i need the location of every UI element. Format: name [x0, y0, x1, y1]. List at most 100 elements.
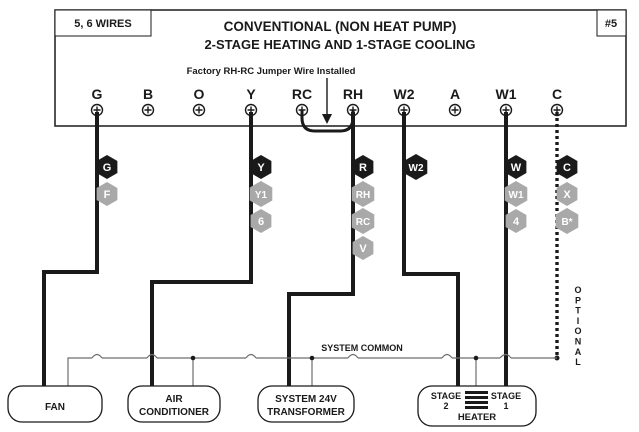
jumper-arrow-head — [322, 114, 332, 124]
wire-tag-label: W2 — [409, 163, 424, 174]
g-wire — [42, 112, 99, 386]
diagram-number-box — [596, 9, 627, 37]
screw-cross-icon — [195, 106, 203, 114]
wire-tag-w: W — [505, 155, 527, 179]
jumper-note: Factory RH-RC Jumper Wire Installed — [187, 66, 356, 77]
hexagon-tag-icon — [351, 181, 375, 207]
terminal-label-y: Y — [246, 86, 256, 102]
terminal-label-g: G — [92, 86, 103, 102]
diagram-number: #5 — [605, 18, 617, 30]
terminal-a: A — [448, 86, 462, 117]
wire-tag-y: Y — [250, 155, 272, 179]
terminal-o: O — [192, 86, 206, 117]
terminal-label-c: C — [552, 86, 562, 102]
transformer-box — [257, 385, 355, 423]
system-common-wire — [67, 353, 557, 386]
hexagon-tag-icon — [250, 209, 272, 233]
common-junction-transformer — [309, 355, 315, 361]
wire-tag-v: V — [352, 236, 374, 260]
wire-tag-label: F — [104, 189, 111, 201]
wire-tag-label: 6 — [258, 216, 264, 228]
hexagon-tag-icon — [555, 208, 579, 234]
stage1-label-line1: STAGE — [491, 391, 521, 401]
wire-tag-label: 4 — [513, 216, 520, 228]
wire-tag-label: V — [359, 243, 367, 255]
wire-tag-label: B* — [561, 217, 572, 228]
wire-tag-label: RH — [356, 190, 370, 201]
common-junction-heater — [473, 355, 479, 361]
wire-tag-label: Y — [257, 162, 265, 174]
hexagon-tag-icon — [505, 209, 527, 233]
wire-tag-label: W — [511, 162, 522, 174]
wire-count-box — [54, 9, 152, 37]
hexagon-tag-icon — [96, 182, 118, 206]
terminal-c: C — [550, 86, 564, 117]
air-conditioner-label-line2: CONDITIONER — [139, 407, 210, 418]
wire-tag-label: R — [359, 162, 367, 174]
heater-label: HEATER — [458, 412, 496, 423]
diagram-title-line1: CONVENTIONAL (NON HEAT PUMP) — [224, 19, 457, 34]
hexagon-tag-icon — [556, 182, 578, 206]
wire-tag-w2: W2 — [404, 154, 428, 180]
stage1-label-line2: 1 — [503, 401, 508, 411]
diagram-title-line2: 2-STAGE HEATING AND 1-STAGE COOLING — [204, 37, 475, 52]
terminal-label-rh: RH — [343, 86, 363, 102]
hexagon-tag-icon — [404, 154, 428, 180]
terminal-label-w2: W2 — [394, 86, 415, 102]
wire-tag-4: 4 — [505, 209, 527, 233]
terminal-label-a: A — [450, 86, 460, 102]
hexagon-tag-icon — [351, 208, 375, 234]
hexagon-tag-icon — [505, 155, 527, 179]
wire-tag-f: F — [96, 182, 118, 206]
wire-tag-label: RC — [356, 217, 370, 228]
wire-tag-r: R — [352, 155, 374, 179]
wire-count: 5, 6 WIRES — [74, 18, 131, 30]
y-wire — [150, 112, 253, 386]
stage2-label-line2: 2 — [443, 401, 448, 411]
terminal-g: G — [90, 86, 104, 117]
wire-tag-label: C — [563, 162, 571, 174]
wire-tag-g: G — [96, 155, 118, 179]
hexagon-tag-icon — [249, 181, 273, 207]
terminal-label-w1: W1 — [496, 86, 517, 102]
rh-wire — [287, 112, 355, 386]
air-conditioner-box — [127, 385, 221, 423]
fan-box — [7, 385, 103, 423]
air-conditioner-label-line1: AIR — [165, 394, 183, 405]
fan-label: FAN — [45, 402, 65, 413]
wire-tag-group: GF Y Y1 6 R RH RC V W2 W W1 4 C X B* — [96, 154, 579, 260]
wire-tag-c: C — [556, 155, 578, 179]
wire-tag-label: X — [563, 189, 571, 201]
transformer-label-line1: SYSTEM 24V — [275, 394, 337, 405]
wire-tag-y1: Y1 — [249, 181, 273, 207]
wire-tag-w1: W1 — [504, 181, 528, 207]
hexagon-tag-icon — [556, 155, 578, 179]
terminal-b: B — [141, 86, 155, 117]
wire-tag-rc: RC — [351, 208, 375, 234]
terminal-y: Y — [244, 86, 258, 117]
wire-tag-label: W1 — [509, 190, 524, 201]
terminal-label-o: O — [194, 86, 205, 102]
hexagon-tag-icon — [352, 155, 374, 179]
heater-stage-divider — [465, 391, 488, 409]
hexagon-tag-icon — [96, 155, 118, 179]
wire-tag-rh: RH — [351, 181, 375, 207]
w2-wire — [402, 112, 460, 386]
common-junction-ac — [190, 355, 196, 361]
terminal-label-rc: RC — [292, 86, 312, 102]
transformer-label-line2: TRANSFORMER — [267, 407, 346, 418]
stage2-label-line1: STAGE — [431, 391, 461, 401]
wire-tag-6: 6 — [250, 209, 272, 233]
wire-tag-label: Y1 — [255, 190, 268, 201]
hexagon-tag-icon — [504, 181, 528, 207]
hexagon-tag-icon — [250, 155, 272, 179]
screw-cross-icon — [144, 106, 152, 114]
wire-tag-b-star: B* — [555, 208, 579, 234]
wire-tag-x: X — [556, 182, 578, 206]
screw-cross-icon — [451, 106, 459, 114]
system-common-label: SYSTEM COMMON — [321, 343, 403, 353]
terminal-label-b: B — [143, 86, 153, 102]
hexagon-tag-icon — [352, 236, 374, 260]
